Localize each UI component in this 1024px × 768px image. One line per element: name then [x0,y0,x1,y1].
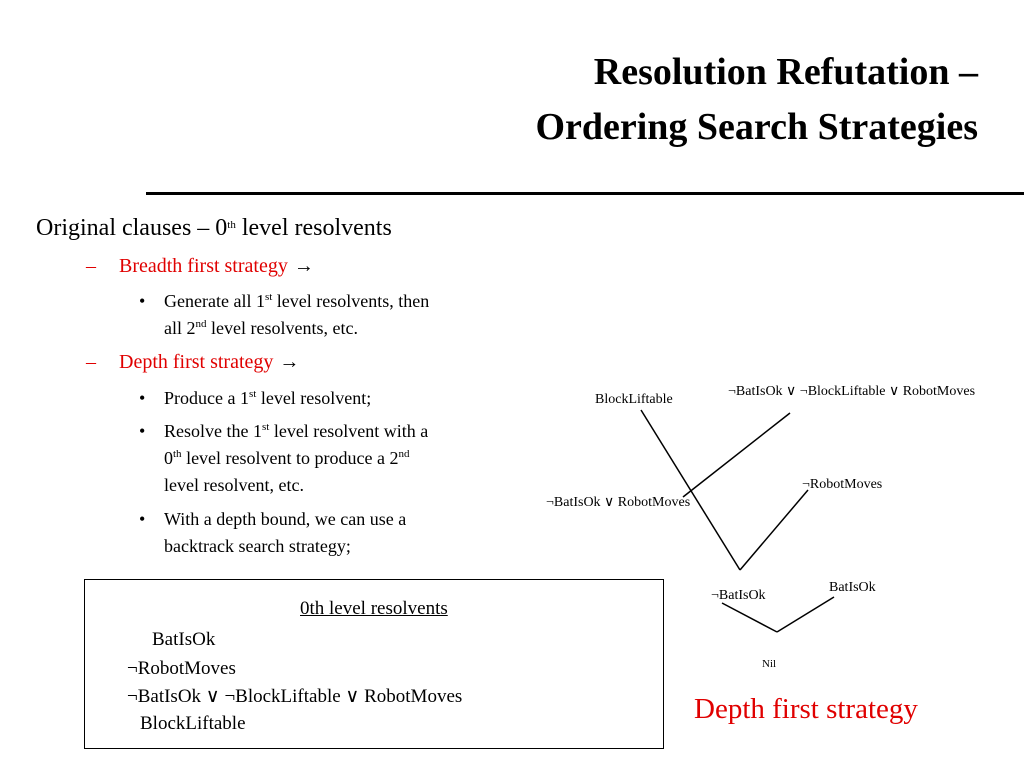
tree-node-block-liftable: BlockLiftable [595,392,673,407]
original-clauses-heading: Original clauses – 0th level resolvents [36,215,392,241]
depth-first-detail-1: • Produce a 1st level resolvent; [139,385,371,412]
tree-node-not-robot-moves: ¬RobotMoves [802,477,883,492]
box-clause: ¬BatIsOk ∨ ¬BlockLiftable ∨ RobotMoves [127,686,463,707]
depth-first-label: Depth first strategy [119,351,274,373]
box-clause: BlockLiftable [140,713,246,734]
box-clause: ¬RobotMoves [127,658,236,679]
tree-edge [739,489,809,571]
depth-first-detail-2: • Resolve the 1st level resolvent with a… [139,418,428,499]
tree-node-not-bat-is-ok: ¬BatIsOk [711,588,766,603]
tree-caption: Depth first strategy [694,693,918,725]
tree-node-nil: Nil [762,658,777,670]
breadth-first-detail: • Generate all 1st level resolvents, the… [139,288,429,342]
slide-title-line-2: Ordering Search Strategies [535,106,978,148]
right-arrow-icon: → [279,351,300,373]
depth-first-detail-3: • With a depth bound, we can use a backt… [139,506,406,560]
tree-node-full-clause: ¬BatIsOk ∨ ¬BlockLiftable ∨ RobotMoves [728,384,976,399]
dash-marker: – [86,351,96,373]
resolvents-box [84,579,664,749]
breadth-first-label: Breadth first strategy [119,255,288,277]
depth-first-item: – Depth first strategy→ [86,351,300,374]
tree-edge [682,412,791,498]
bullet-icon: • [139,421,146,441]
tree-edge [640,409,741,571]
dash-marker: – [86,255,96,277]
box-clause: BatIsOk [152,629,216,650]
right-arrow-icon: → [293,255,314,277]
tree-node-bat-is-ok: BatIsOk [829,580,876,595]
bullet-icon: • [139,509,146,529]
slide-title-line-1: Resolution Refutation – [593,51,978,93]
tree-edge [776,596,835,633]
tree-edge [721,602,778,633]
bullet-icon: • [139,291,146,311]
bullet-icon: • [139,388,146,408]
breadth-first-item: – Breadth first strategy→ [86,255,314,278]
title-divider [146,192,1024,195]
box-heading: 0th level resolvents [300,598,448,619]
tree-node-resolvent-1: ¬BatIsOk ∨ RobotMoves [546,495,691,510]
